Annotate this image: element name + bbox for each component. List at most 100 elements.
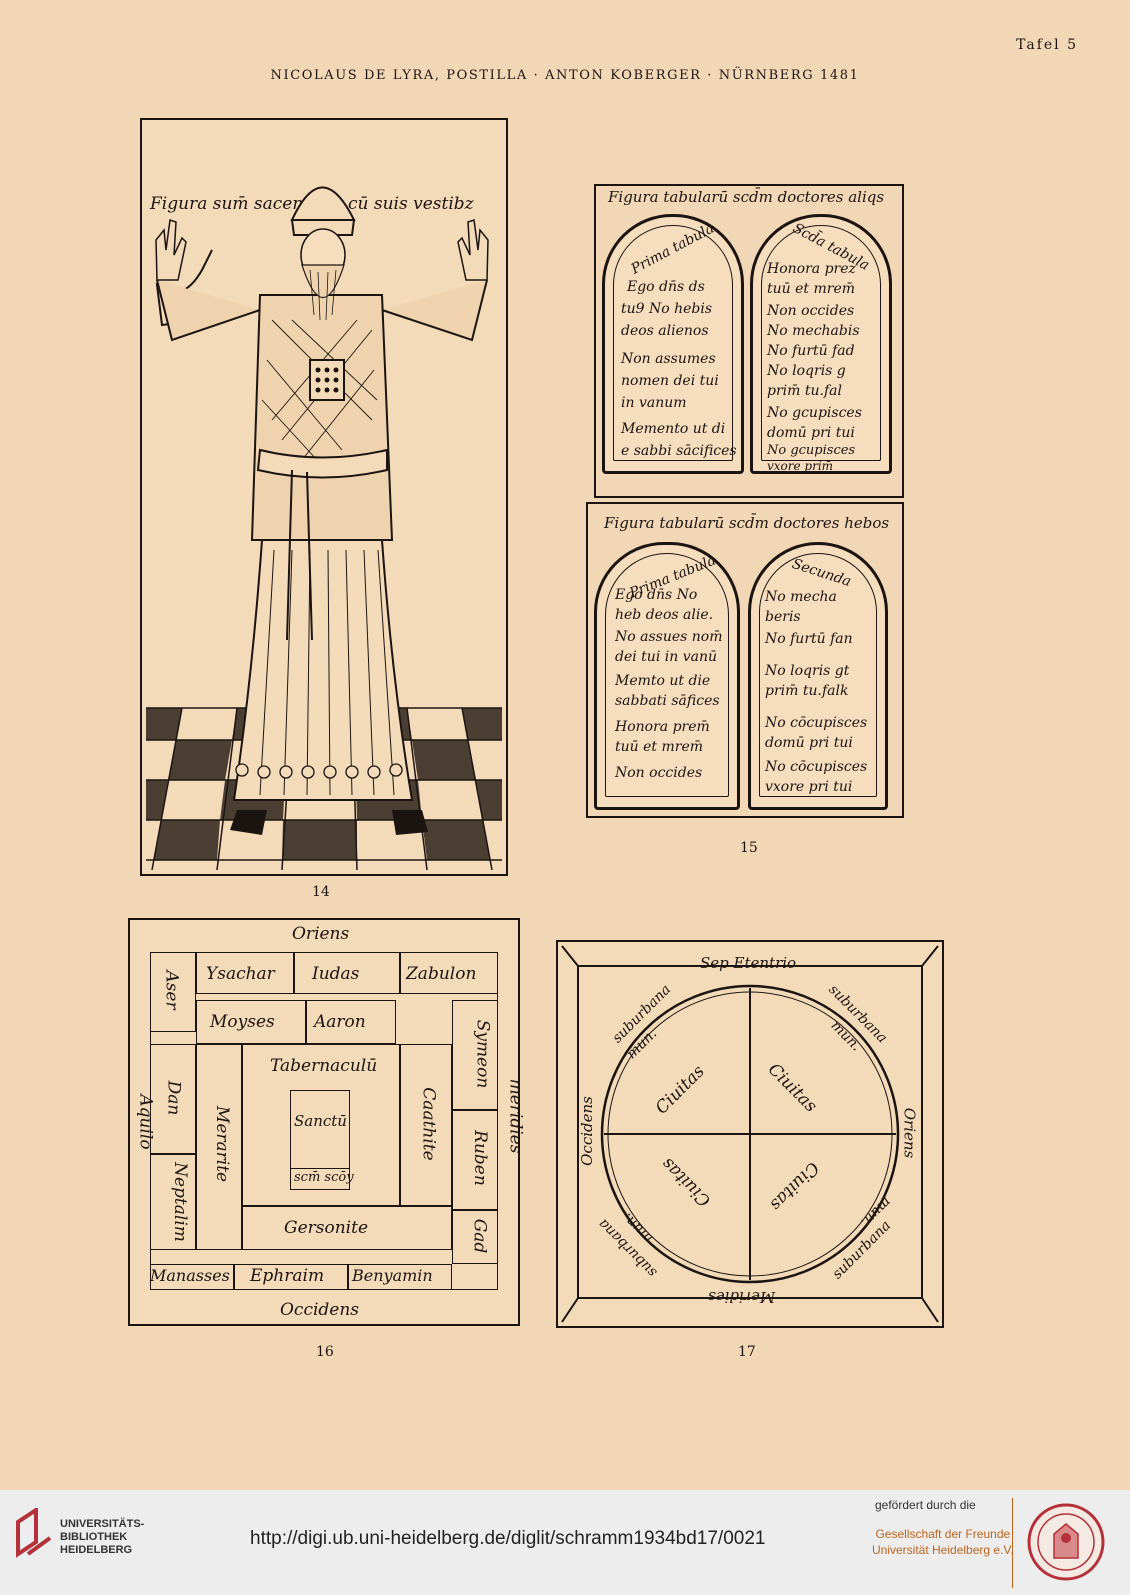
tribe-aser: Aser xyxy=(161,970,182,1010)
levite-moyses: Moyses xyxy=(210,1012,275,1032)
figure-16-panel: Oriens Occidens Aquilo meridies Aser Ysa… xyxy=(128,918,525,1326)
tablet-line: No furtū fad xyxy=(767,343,855,359)
tablet-line: No gcupisces xyxy=(767,405,862,421)
figure-15-number: 15 xyxy=(740,840,758,856)
tribe-benyamin: Benyamin xyxy=(352,1266,433,1285)
tablet-line: prim̄ tu.falk xyxy=(765,683,849,699)
levite-merarite: Merarite xyxy=(212,1105,233,1183)
cell-caathite xyxy=(400,1044,452,1206)
sanctum-label: Sanctū xyxy=(294,1112,347,1130)
tablet-line: prim̄ tu.fal xyxy=(767,383,842,399)
tablet-line: No loqris gt xyxy=(765,663,850,679)
digitization-footer: UNIVERSITÄTS- BIBLIOTHEK HEIDELBERG http… xyxy=(0,1490,1130,1595)
tablet-line: No gcupisces xyxy=(767,443,856,458)
tablet-line: Non assumes xyxy=(621,351,716,367)
page-header: NICOLAUS DE LYRA, POSTILLA · ANTON KOBER… xyxy=(270,68,860,83)
permalink-url[interactable]: http://digi.ub.uni-heidelberg.de/diglit/… xyxy=(250,1528,766,1549)
direction-meridies: meridies xyxy=(505,1078,526,1154)
figure-16-number: 16 xyxy=(316,1344,334,1360)
tablet-line: Honora prez xyxy=(767,261,856,277)
sanctum-sanctorum-label: scm̄ scōy xyxy=(294,1170,354,1185)
tablet-line: in vanum xyxy=(621,395,687,411)
cell-symeon xyxy=(452,1000,498,1110)
direction-meridies: Meridies xyxy=(708,1288,776,1306)
figure-15-panel: Figura tabularū scd̄m doctores aliqs Pri… xyxy=(586,180,906,820)
tribe-gad: Gad xyxy=(469,1218,490,1254)
sponsor-line-2: Universität Heidelberg e.V. xyxy=(872,1543,1014,1557)
tablet-line: domū pri tui xyxy=(765,735,853,751)
university-seal-icon xyxy=(1027,1503,1105,1581)
tablet-line: Non occides xyxy=(767,303,855,319)
footer-divider xyxy=(1012,1498,1013,1588)
tribe-manasses: Manasses xyxy=(150,1266,230,1285)
tablet-line: No assues nom̄ xyxy=(615,629,723,645)
cell-ysachar xyxy=(196,952,294,994)
figure-14-panel: Figura sum̄ sacerdotis cū suis vestibz xyxy=(140,118,508,876)
tribe-zabulon: Zabulon xyxy=(406,964,477,984)
cell-zabulon xyxy=(400,952,498,994)
cell-manasses xyxy=(150,1264,234,1290)
fig15-lower-frame xyxy=(586,502,904,818)
tablet-line: beris xyxy=(765,609,801,625)
city-diagram xyxy=(561,945,939,1323)
cell-iudas xyxy=(294,952,400,994)
fig15-lower-right-tablet: Secunda No mecha beris No furtū fan No l… xyxy=(748,542,888,810)
tribe-neptalim: Neptalim xyxy=(169,1162,190,1242)
cell-aser xyxy=(150,952,196,1032)
tablet-line: dei tui in vanū xyxy=(615,649,717,665)
tablet-line: tu9 No hebis xyxy=(621,301,713,317)
tablet-line: tuū et mrem̄ xyxy=(767,281,855,297)
ub-logo-icon xyxy=(16,1508,52,1558)
cell-ruben xyxy=(452,1110,498,1210)
tribe-ysachar: Ysachar xyxy=(206,964,275,984)
fig15-lower-left-tablet: Prima tabula Ego dn̄s No heb deos alie. … xyxy=(594,542,740,810)
direction-oriens: Oriens xyxy=(292,924,350,944)
tablet-line: nomen dei tui xyxy=(621,373,719,389)
tablet-line: No cōcupisces xyxy=(765,715,868,731)
cell-gersonite xyxy=(242,1206,452,1250)
sponsor-name: Gesellschaft der Freunde Universität Hei… xyxy=(872,1526,1014,1558)
levite-gersonite: Gersonite xyxy=(284,1218,369,1238)
ub-heidelberg-name: UNIVERSITÄTS- BIBLIOTHEK HEIDELBERG xyxy=(60,1518,144,1557)
direction-occidens: Occidens xyxy=(280,1300,360,1320)
ub-line-2: BIBLIOTHEK xyxy=(60,1531,128,1543)
tablet-line: tuū et mrem̄ xyxy=(615,739,703,755)
cell-neptalim xyxy=(150,1154,196,1250)
fig15-upper-left-tablet: Prima tabula Ego dn̄s ds tu9 No hebis de… xyxy=(602,214,744,474)
tribe-ruben: Ruben xyxy=(469,1130,490,1186)
tablet-line: Memento ut di xyxy=(621,421,726,437)
direction-occidens: Occidens xyxy=(577,1096,596,1166)
tablet-line: No mechabis xyxy=(767,323,860,339)
tablet-line: Non occides xyxy=(615,765,703,781)
tribe-iudas: Iudas xyxy=(312,964,360,984)
ub-line-3: HEIDELBERG xyxy=(60,1544,133,1556)
tablet-line: domū pri tui xyxy=(767,425,855,441)
tablet-line: vxore prim̄ xyxy=(767,459,834,473)
cell-aaron xyxy=(306,1000,396,1044)
plate-number: Tafel 5 xyxy=(1016,37,1078,53)
tablet-line: No mecha xyxy=(765,589,837,605)
fig15-upper-right-tablet: Scd̄a tabula Honora prez tuū et mrem̄ No… xyxy=(750,214,892,474)
cell-dan xyxy=(150,1044,196,1154)
high-priest-woodcut xyxy=(146,186,502,871)
tablet-line: Ego dn̄s No xyxy=(615,587,698,603)
tribe-ephraim: Ephraim xyxy=(250,1266,325,1286)
fig15-upper-title: Figura tabularū scd̄m doctores aliqs xyxy=(608,188,885,206)
tabernaculum-label: Tabernaculū xyxy=(270,1056,378,1076)
levite-aaron: Aaron xyxy=(314,1012,366,1032)
cell-moyses xyxy=(196,1000,306,1044)
cell-ephraim xyxy=(234,1264,348,1290)
sponsor-intro: gefördert durch die xyxy=(875,1498,976,1512)
tablet-line: Honora prem̄ xyxy=(615,719,710,735)
tablet-line: No loqris g xyxy=(767,363,846,379)
direction-oriens: Oriens xyxy=(900,1107,919,1159)
tablet-line: Ego dn̄s ds xyxy=(627,279,705,295)
fig15-lower-title: Figura tabularū scd̄m doctores hebos xyxy=(604,514,890,532)
tablet-line: No cōcupisces xyxy=(765,759,868,775)
tribe-symeon: Symeon xyxy=(472,1019,493,1089)
cell-gad xyxy=(452,1210,498,1264)
tribe-dan: Dan xyxy=(163,1080,184,1116)
tablet-line: heb deos alie. xyxy=(615,607,714,623)
figure-14-number: 14 xyxy=(312,884,330,900)
figure-17-panel: Sep Etentrio Meridies Oriens Occidens su… xyxy=(556,940,944,1328)
